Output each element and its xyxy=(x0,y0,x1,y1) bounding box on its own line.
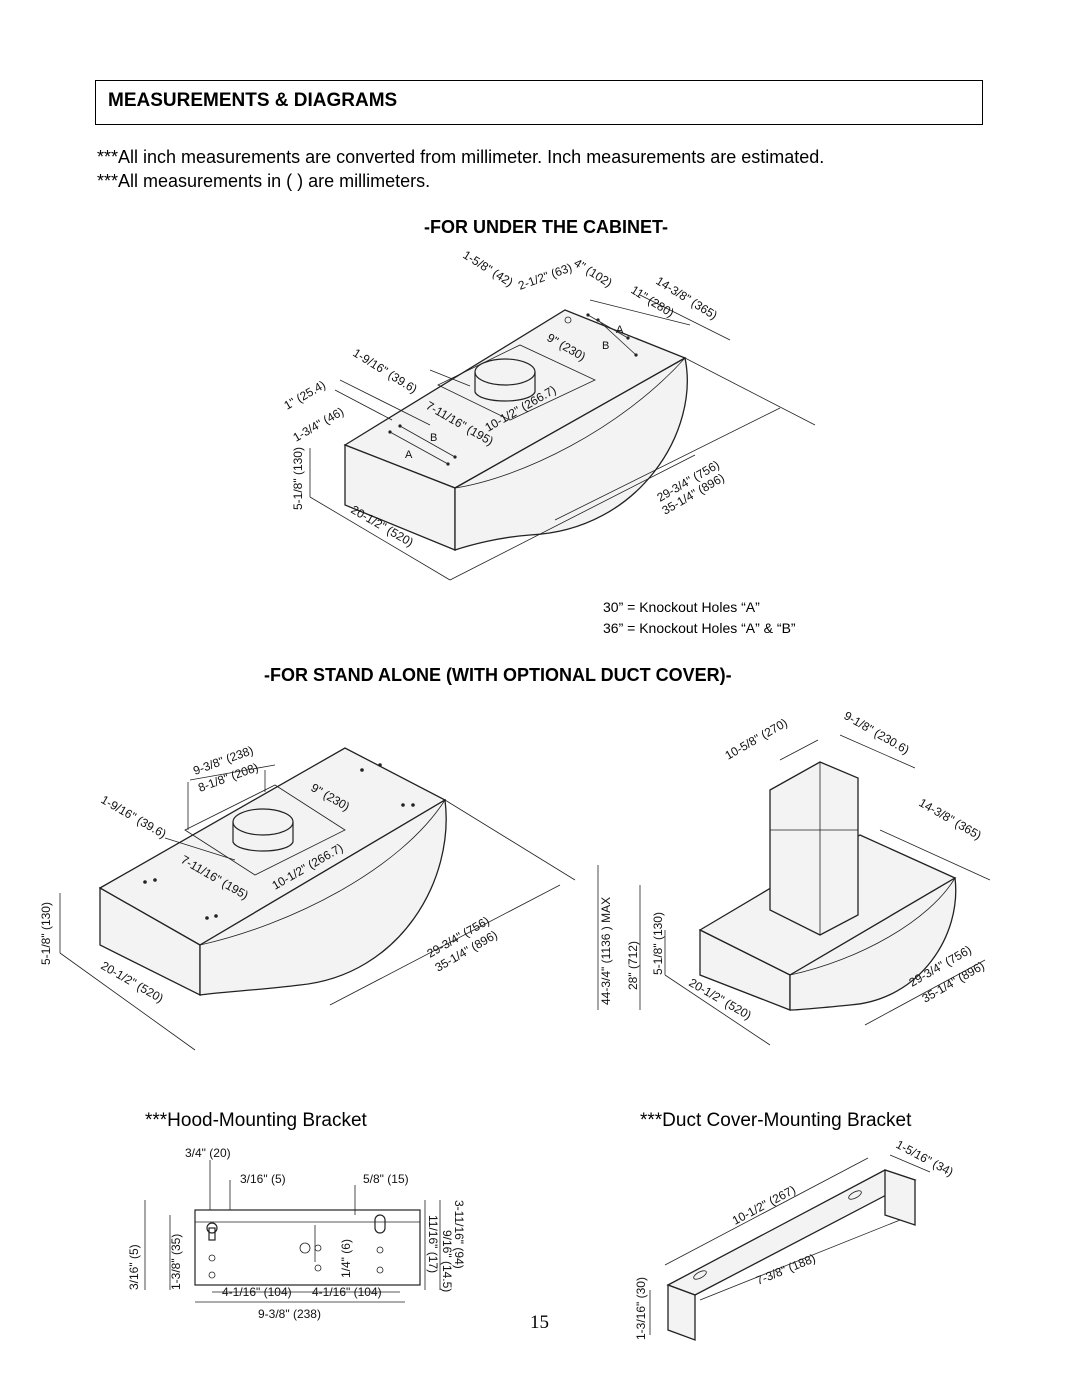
page-number: 15 xyxy=(530,1312,549,1333)
heading-under-cabinet: -FOR UNDER THE CABINET- xyxy=(424,217,668,237)
caption-hood-bracket: ***Hood-Mounting Bracket xyxy=(145,1110,367,1131)
dimension-lines-3 xyxy=(597,734,991,1046)
dim3-9-1-8: 9-1/8" (230.6) xyxy=(842,708,912,757)
hole-label-a: A xyxy=(616,324,624,336)
duct-bracket-right-end xyxy=(884,1169,916,1226)
hood2-curved-front xyxy=(199,798,447,996)
dim-2-1-2: 2-1/2" (63) xyxy=(516,260,574,292)
duct-cover-bracket-drawing: 1-5/16" (34) 10-1/2" (267) 7-3/8" (188) … xyxy=(634,1137,956,1341)
hood2-curve-edge xyxy=(199,799,446,946)
hb-dim-1-4: 1/4" (6) xyxy=(339,1239,353,1278)
diagram-under-cabinet: A B B A 1-5/8" (42) 4" (102) 2-1/2" (63)… xyxy=(282,248,816,581)
hole-label-b2: B xyxy=(430,432,437,444)
hb-dim-3-11-16: 3-11/16" (94) xyxy=(452,1200,466,1269)
hb-dim-4-1-16-b: 4-1/16" (104) xyxy=(312,1285,382,1299)
duct-collar-body xyxy=(474,372,536,402)
dim-1-3-4: 1-3/4" (46) xyxy=(291,404,347,444)
duct-cover-column xyxy=(769,761,859,936)
hood3-curve-edge xyxy=(789,877,956,976)
hb-dim-9-16: 9/16" (14.5) xyxy=(440,1230,454,1292)
db-dim-1-3-16: 1-3/16" (30) xyxy=(634,1277,648,1340)
mount-holes-2 xyxy=(143,763,415,920)
caption-duct-bracket: ***Duct Cover-Mounting Bracket xyxy=(640,1110,912,1131)
duct-plate-2 xyxy=(184,784,346,876)
duct-collar-2-body xyxy=(232,822,294,852)
hb-dim-9-3-8: 9-3/8" (238) xyxy=(258,1307,321,1321)
dim-4: 4" (102) xyxy=(571,256,614,290)
legend-knockout-36: 36” = Knockout Holes “A” & “B” xyxy=(603,620,796,636)
dim-1-9-16: 1-9/16" (39.6) xyxy=(350,346,419,397)
duct-bracket-dim-lines xyxy=(649,1154,931,1335)
dim2-1-9-16: 1-9/16" (39.6) xyxy=(99,792,169,841)
hood-mounting-bracket-drawing: 3/4" (20) 3/16" (5) 5/8" (15) 3-11/16" (… xyxy=(127,1146,466,1321)
hb-dim-1-3-8: 1-3/8" (35) xyxy=(169,1234,183,1290)
db-dim-1-5-16: 1-5/16" (34) xyxy=(894,1137,956,1179)
hood3-curved-front xyxy=(789,876,957,1011)
knockout-holes xyxy=(388,313,638,466)
bracket-plate xyxy=(194,1209,421,1286)
hole-label-b: B xyxy=(602,340,609,352)
note-millimeters: ***All measurements in ( ) are millimete… xyxy=(97,171,431,191)
hb-dim-3-16-v: 3/16" (5) xyxy=(127,1244,141,1290)
hood-curve-edge xyxy=(454,357,686,489)
note-conversion: ***All inch measurements are converted f… xyxy=(97,147,825,167)
page-title: MEASUREMENTS & DIAGRAMS xyxy=(108,90,398,111)
dim3-10-5-8: 10-5/8" (270) xyxy=(723,716,790,763)
diagram-stand-alone: 9-3/8" (238) 8-1/8" (208) 9" (230) 1-9/1… xyxy=(39,743,576,1051)
hb-dim-11-16: 11/16" (17) xyxy=(426,1215,440,1273)
hole-label-a2: A xyxy=(405,449,413,461)
heading-stand-alone: -FOR STAND ALONE (WITH OPTIONAL DUCT COV… xyxy=(264,665,732,685)
legend-knockout-30: 30” = Knockout Holes “A” xyxy=(603,599,760,615)
dim3-28: 28" (712) xyxy=(626,941,640,990)
dim-1: 1" (25.4) xyxy=(282,378,329,413)
dimension-lines-2 xyxy=(59,764,576,1051)
hb-dim-3-4: 3/4" (20) xyxy=(185,1146,231,1160)
hb-dim-4-1-16-a: 4-1/16" (104) xyxy=(222,1285,292,1299)
dim2-5-1-8: 5-1/8" (130) xyxy=(39,902,53,965)
bracket-dim-lines xyxy=(144,1160,441,1303)
hood-curved-front xyxy=(454,356,688,551)
section-title-box: MEASUREMENTS & DIAGRAMS xyxy=(95,80,983,125)
duct-plate xyxy=(437,344,596,421)
hb-dim-3-16: 3/16" (5) xyxy=(240,1172,286,1186)
diagram-duct-cover: 10-5/8" (270) 9-1/8" (230.6) 14-3/8" (36… xyxy=(597,708,991,1046)
slot-right xyxy=(374,1214,386,1234)
dimension-lines xyxy=(309,294,816,581)
dim-1-5-8: 1-5/8" (42) xyxy=(460,248,515,290)
keyhole-left xyxy=(206,1222,218,1234)
dim3-44-3-4: 44-3/4" (1136 ) MAX xyxy=(599,897,613,1005)
bracket-holes xyxy=(208,1242,384,1279)
dim-5-1-8: 5-1/8" (130) xyxy=(291,447,305,510)
dim3-5-1-8: 5-1/8" (130) xyxy=(651,912,665,975)
duct-bracket-left-end xyxy=(667,1284,696,1341)
dim3-14-3-8: 14-3/8" (365) xyxy=(917,795,984,842)
hb-dim-5-8: 5/8" (15) xyxy=(363,1172,409,1186)
